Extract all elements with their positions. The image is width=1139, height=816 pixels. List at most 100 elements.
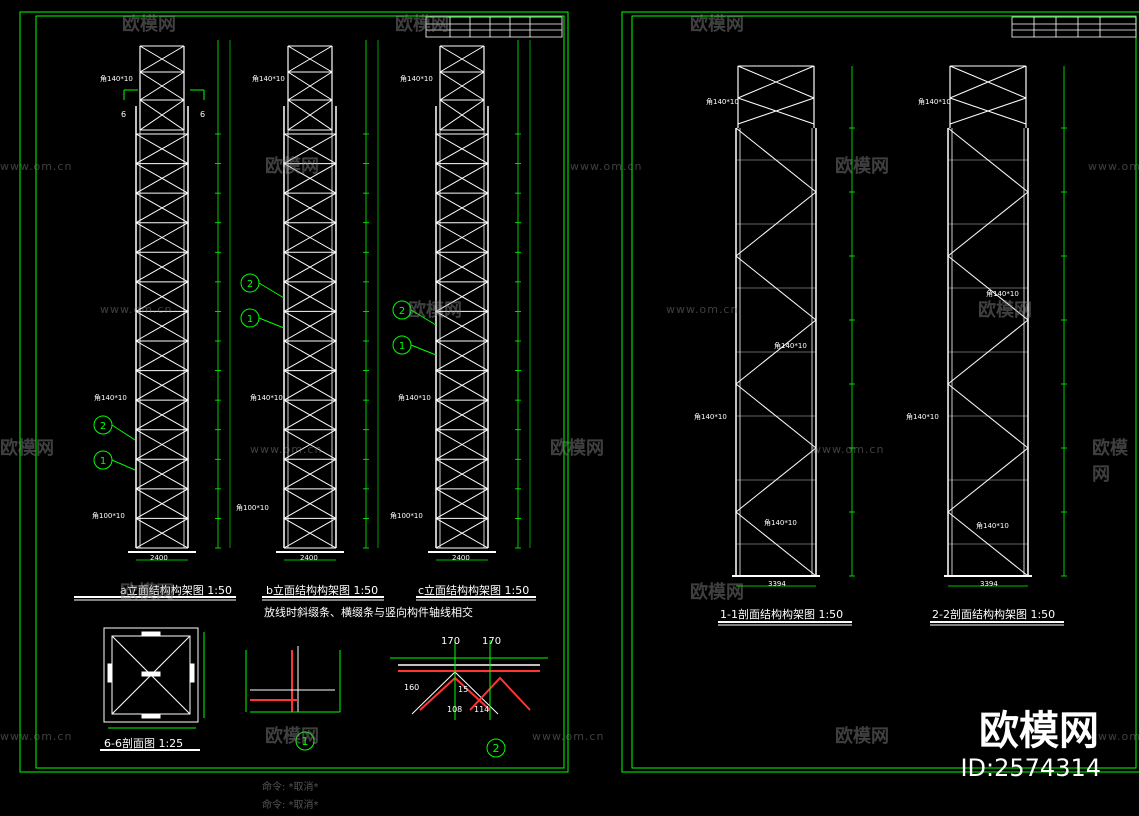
diagonal-brace: [435, 458, 463, 475]
elevation-callouts: [93, 273, 437, 471]
cap-diagonal: [287, 71, 333, 101]
member-label-small: 角100*10: [92, 512, 125, 520]
diagonal-brace: [435, 325, 463, 342]
watermark-url: www.om.cn: [812, 443, 885, 456]
diagonal-brace: [161, 281, 189, 298]
diagonal-brace: [435, 444, 463, 460]
member-label-small: 角100*10: [390, 512, 423, 520]
diagonal-brace: [161, 429, 189, 445]
cap-diagonal: [737, 97, 815, 125]
diagonal-brace: [435, 296, 463, 312]
diagonal-brace: [435, 237, 463, 253]
diagonal-brace: [309, 340, 337, 357]
title-section-1-1: 1-1剖面结构构架图 1:50: [720, 608, 844, 621]
diagonal-brace: [461, 296, 489, 312]
diagonal-brace: [435, 414, 463, 431]
member-label: 角140*10: [252, 75, 285, 83]
watermark-text: 欧模网: [265, 156, 319, 177]
watermark-text: 欧模网: [690, 14, 744, 35]
diagonal-brace: [283, 429, 311, 445]
diagonal-brace: [309, 192, 337, 209]
diagonal-brace: [135, 133, 163, 150]
diagonal-brace: [309, 148, 337, 165]
diagonal-brace: [135, 177, 163, 194]
svg-text:1: 1: [100, 456, 106, 467]
member-label: 角140*10: [976, 522, 1009, 530]
diagonal-brace: [283, 414, 311, 431]
diagonal-brace: [135, 503, 163, 519]
diagonal-brace: [435, 532, 463, 549]
diagonal-brace: [135, 251, 163, 268]
cap-diagonal: [139, 99, 185, 131]
diagonal-brace: [283, 177, 311, 194]
diagonal-brace: [161, 237, 189, 253]
diagonal-brace: [309, 222, 337, 238]
left-title-block: [425, 16, 563, 38]
diagonal-brace: [283, 444, 311, 460]
detail-2-dimension-text: 170 170 108 114 160 15: [404, 636, 501, 714]
cap-diagonal: [439, 99, 485, 131]
cap-diagonal: [287, 99, 333, 131]
diagonal-brace: [283, 251, 311, 268]
diagonal-brace: [309, 414, 337, 431]
diagonal-brace: [435, 148, 463, 165]
watermark-text: 欧模网: [122, 14, 176, 35]
diagonal-brace: [161, 473, 189, 490]
diagonal-brace: [135, 458, 163, 475]
diagonal-brace: [309, 503, 337, 519]
member-label: 角140*10: [400, 75, 433, 83]
diagonal-brace: [135, 237, 163, 253]
diagonal-brace: [461, 429, 489, 445]
cap-diagonal: [737, 65, 815, 99]
diagonal-brace: [161, 532, 189, 549]
svg-text:15: 15: [458, 685, 468, 694]
detail-1-callout-text: 1: [302, 735, 309, 748]
diagonal-brace: [435, 266, 463, 283]
width-dimension: 2400: [300, 554, 318, 562]
member-label: 角140*10: [706, 98, 739, 106]
diagonal-brace: [161, 325, 189, 342]
watermark-text: 欧模网: [550, 438, 604, 459]
diagonal-brace: [309, 384, 337, 401]
diagonal-brace: [461, 163, 489, 179]
diagonal-brace: [461, 148, 489, 165]
watermark-text: 欧模网: [690, 582, 744, 603]
diagonal-brace: [461, 532, 489, 549]
cap-diagonal: [139, 45, 185, 73]
diagonal-brace: [435, 222, 463, 238]
diagonal-brace: [435, 310, 463, 327]
diagonal-brace: [435, 473, 463, 490]
diagonal-brace: [283, 192, 311, 209]
section-mark: 6: [121, 110, 127, 119]
diagonal-brace: [461, 237, 489, 253]
brand-id: ID:2574314: [960, 754, 1101, 782]
diagonal-brace: [161, 251, 189, 268]
cap-diagonal: [439, 45, 485, 73]
watermark-url: www.om.cn: [1088, 730, 1139, 743]
diagonal-brace: [461, 503, 489, 519]
diagonal-brace: [161, 488, 189, 505]
watermark-text: 欧模网: [835, 156, 889, 177]
svg-text:108: 108: [447, 705, 462, 714]
diagonal-brace: [461, 177, 489, 194]
member-label: 角140*10: [250, 394, 283, 402]
section-towers: [732, 65, 1067, 587]
title-elevation-a: a立面结构构架图 1:50: [120, 584, 232, 597]
diagonal-brace: [461, 473, 489, 490]
diagonal-brace: [283, 133, 311, 150]
member-label: 角140*10: [94, 394, 127, 402]
member-label: 角140*10: [986, 290, 1019, 298]
diagonal-brace: [309, 444, 337, 460]
diagonal-brace: [283, 310, 311, 327]
diagonal-brace: [283, 503, 311, 519]
diagonal-brace: [161, 458, 189, 475]
diagonal-brace: [283, 399, 311, 416]
member-label: 角140*10: [918, 98, 951, 106]
left-sheet-inner-border: [35, 15, 565, 769]
diagonal-brace: [161, 148, 189, 165]
diagonal-brace: [461, 266, 489, 283]
watermark-text: 欧模网: [120, 582, 174, 603]
diagonal-brace: [461, 458, 489, 475]
diagonal-brace: [135, 296, 163, 312]
diagonal-brace: [461, 325, 489, 342]
